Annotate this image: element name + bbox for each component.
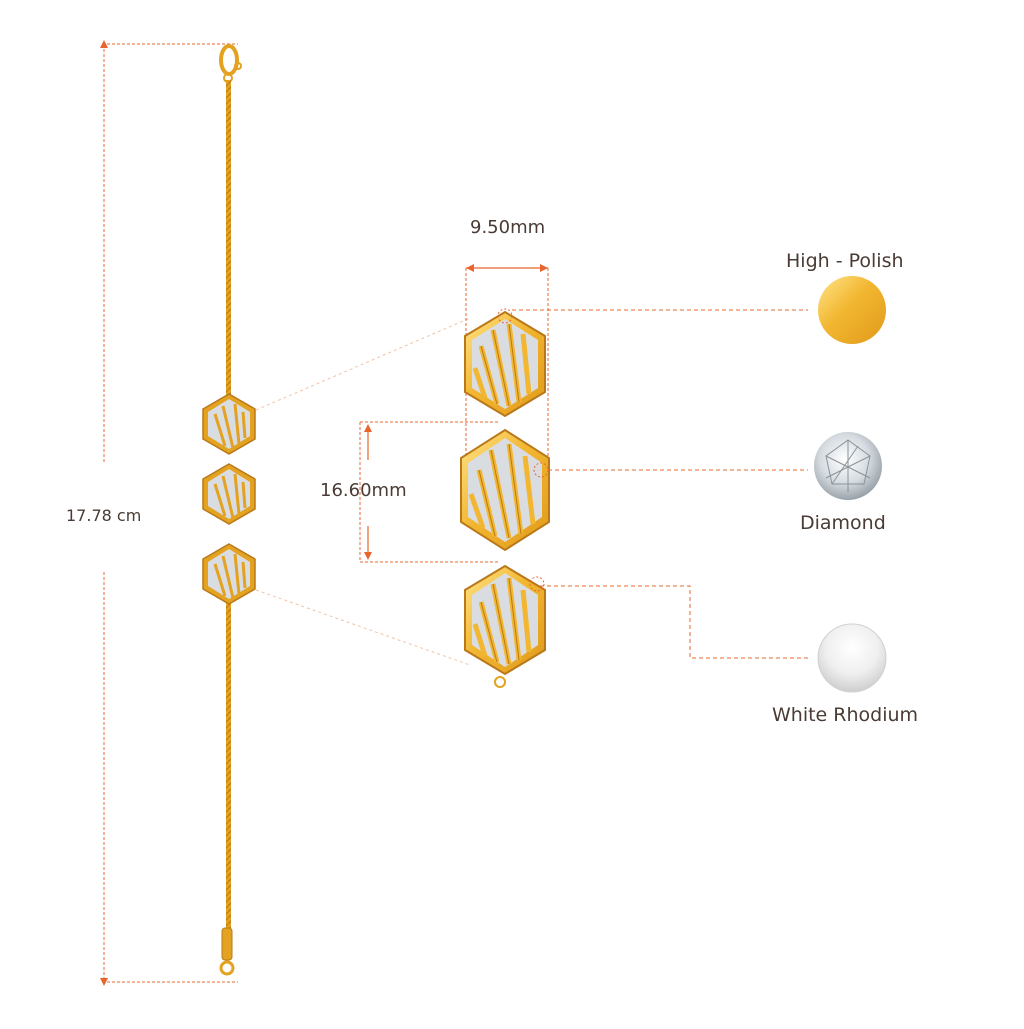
charm-width-label: 9.50mm <box>470 217 546 238</box>
end-tag <box>221 927 233 961</box>
material-label-high-polish: High - Polish <box>786 250 904 272</box>
charm-small-2 <box>202 463 256 525</box>
diamond-swatch <box>814 432 882 500</box>
charm-small-3 <box>202 543 256 605</box>
charm-jump-ring <box>494 676 506 688</box>
charm-large-3 <box>464 564 546 676</box>
chain-upper <box>226 80 231 398</box>
arrow-left-icon <box>466 264 474 272</box>
charm-large-1 <box>464 308 546 418</box>
arrow-down-icon <box>100 978 108 986</box>
end-ring <box>219 960 235 976</box>
zoom-connector-lines <box>255 317 471 666</box>
material-label-diamond: Diamond <box>800 512 886 534</box>
charm-height-label: 16.60mm <box>320 480 407 501</box>
charm-large-2 <box>460 428 550 552</box>
material-label-white-rhodium: White Rhodium <box>772 704 919 726</box>
length-dimension-line <box>102 43 238 983</box>
bracelet-overview <box>100 40 471 986</box>
arrow-right-icon <box>540 264 548 272</box>
rhodium-swatch <box>817 623 887 693</box>
height-dimension-line <box>359 421 500 563</box>
bracelet-length-label: 17.78 cm <box>66 506 142 525</box>
charm-small-1 <box>202 393 256 455</box>
chain-lower <box>226 602 231 928</box>
arrow-up-icon <box>364 424 372 432</box>
charm-closeup <box>359 264 550 688</box>
gold-polish-swatch <box>818 276 886 344</box>
callout-lines <box>512 309 808 659</box>
arrow-down-icon <box>364 552 372 560</box>
lobster-clasp <box>219 44 242 83</box>
arrow-up-icon <box>100 40 108 48</box>
